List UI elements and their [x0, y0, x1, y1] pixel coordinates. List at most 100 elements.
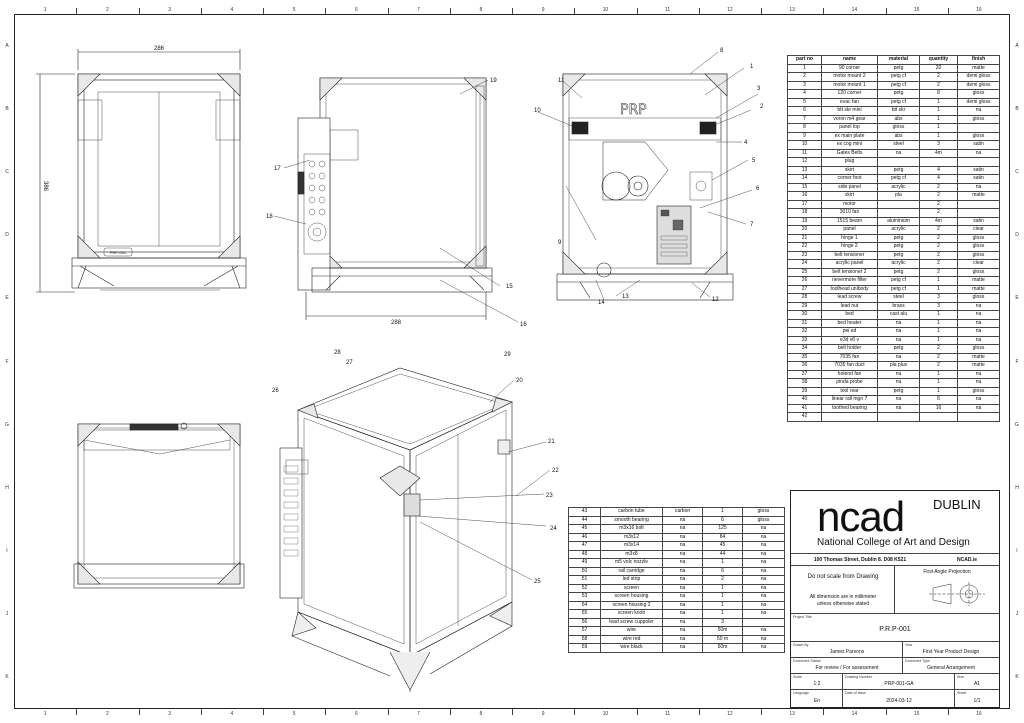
- cell-part-no: 52: [568, 583, 601, 593]
- front-badge-text: PRP-001: [110, 250, 127, 255]
- callout-21: 21: [548, 439, 555, 445]
- project-title: P.R.P-001: [879, 626, 911, 633]
- cell-part-no: 1: [787, 63, 822, 73]
- zone-col-11-bot: 11: [665, 711, 671, 717]
- zone-col-2-bot: 2: [105, 711, 109, 717]
- cell-part-no: 18: [787, 208, 822, 218]
- cell-quantity: 2: [919, 250, 958, 260]
- cell-part-name: plug: [821, 157, 878, 167]
- cell-material: na: [877, 378, 920, 388]
- cell-part-no: 19: [787, 216, 822, 226]
- cell-part-name: ex cog mini: [821, 140, 878, 150]
- cell-part-name: led strip: [600, 575, 663, 585]
- cell-finish: satin: [957, 140, 1000, 150]
- col-quantity: quantity: [919, 55, 958, 65]
- cell-finish: demi gloss: [957, 97, 1000, 107]
- cell-material: petg: [877, 386, 920, 396]
- zone-col-14-bot: 14: [851, 711, 858, 717]
- callout-27: 27: [346, 360, 353, 366]
- cell-quantity: 2: [919, 344, 958, 354]
- cell-part-name: wire black: [600, 643, 663, 653]
- callout-12: 12: [712, 297, 719, 303]
- cell-part-name: m3x8: [600, 549, 663, 559]
- zone-row-H-r: H: [1015, 484, 1019, 491]
- cell-material: petg: [877, 165, 920, 175]
- dim-note-1: All dimension are in millimeter: [809, 594, 877, 600]
- cell-part-name: side panel: [821, 182, 878, 192]
- cell-material: na: [877, 395, 920, 405]
- zone-tick: [512, 8, 513, 14]
- college-name: National College of Art and Design: [817, 537, 970, 548]
- cell-finish: gloss: [957, 89, 1000, 99]
- cell-material: petg cf: [877, 97, 920, 107]
- cell-finish: na: [742, 643, 785, 653]
- cell-quantity: 1: [919, 369, 958, 379]
- dim-note-2: unless otherwise stated: [816, 601, 870, 607]
- dublin-logo: DUBLIN: [933, 497, 981, 512]
- scale-label: Scale: [793, 675, 802, 679]
- cell-finish: gloss: [957, 250, 1000, 260]
- cell-part-name: Gates Belts: [821, 148, 878, 158]
- cell-part-no: 7: [787, 114, 822, 124]
- zone-col-4-top: 4: [230, 7, 234, 13]
- callout-22: 22: [552, 468, 559, 474]
- zone-col-7-bot: 7: [417, 711, 421, 717]
- callout-16: 16: [520, 322, 527, 328]
- cell-material: acrylic: [877, 225, 920, 235]
- cell-part-name: motor mount 1: [821, 80, 878, 90]
- year-label: Year: [905, 643, 913, 647]
- cell-material: cast alu: [877, 310, 920, 320]
- cell-material: pla: [877, 191, 920, 201]
- zone-col-3-bot: 3: [168, 711, 172, 717]
- callout-7: 7: [750, 222, 754, 228]
- cell-finish: na: [957, 106, 1000, 116]
- cell-part-no: 38: [787, 378, 822, 388]
- cell-finish: clear: [957, 259, 1000, 269]
- cell-quantity: 6: [702, 566, 743, 576]
- zone-row-C-l: C: [5, 168, 9, 175]
- callout-26: 26: [272, 388, 279, 394]
- col-name: name: [821, 55, 878, 65]
- cell-part-name: acrylic panel: [821, 259, 878, 269]
- zone-col-10-bot: 10: [602, 711, 609, 717]
- cell-material: na: [877, 335, 920, 345]
- zone-row-B-l: B: [5, 105, 9, 112]
- cell-material: na: [662, 634, 703, 644]
- zone-row-F-r: F: [1015, 358, 1019, 365]
- cell-part-name: motor: [821, 199, 878, 209]
- zone-tick: [263, 8, 264, 14]
- cell-finish: na: [742, 566, 785, 576]
- notes-cell: Do not scale from Drawing All dimension …: [791, 565, 895, 613]
- cell-finish: gloss: [957, 386, 1000, 396]
- cell-part-name: linear rail mgn 7: [821, 395, 878, 405]
- zone-col-14-top: 14: [851, 7, 858, 13]
- callout-15: 15: [506, 284, 513, 290]
- cell-part-no: 35: [787, 352, 822, 362]
- cell-part-no: 2: [787, 72, 822, 82]
- zone-row-F-l: F: [5, 358, 9, 365]
- callout-11: 11: [558, 78, 565, 84]
- cell-part-name: voron m4 gear: [821, 114, 878, 124]
- year: First Year Product Design: [922, 649, 980, 655]
- cell-material: na: [662, 524, 703, 534]
- cell-finish: na: [742, 609, 785, 619]
- cell-part-name: hotend fan: [821, 369, 878, 379]
- cell-material: acrylic: [877, 259, 920, 269]
- cell-quantity: 84: [702, 532, 743, 542]
- address: 100 Thomas Street, Dublin 8. D08 K521: [813, 557, 907, 563]
- cell-part-name: [821, 412, 878, 422]
- zone-col-16-top: 16: [976, 7, 982, 13]
- cell-material: na: [662, 592, 703, 602]
